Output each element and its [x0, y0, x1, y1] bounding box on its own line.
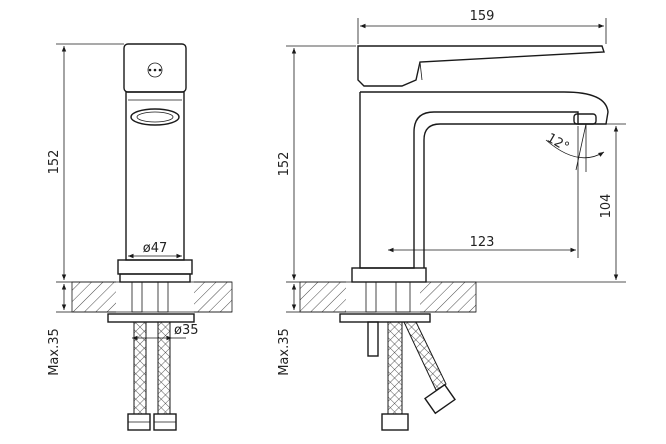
side-hose-nut	[424, 383, 456, 415]
side-view: 159 152 123 104 12° Max.35	[277, 9, 626, 431]
front-aerator	[130, 108, 180, 126]
front-fixing-plate	[107, 313, 195, 323]
side-drain-rod	[367, 321, 379, 357]
front-body	[125, 91, 185, 261]
side-spout-height-label: 104	[599, 194, 614, 219]
side-hose-vertical	[387, 321, 403, 415]
side-tilt-angle-arc	[545, 139, 605, 159]
side-width-label: 159	[470, 9, 495, 24]
side-height-label: 152	[277, 152, 292, 177]
front-base	[117, 259, 193, 275]
side-lever-handle	[357, 45, 605, 87]
front-height-label: 152	[47, 150, 62, 175]
side-body-spout	[359, 92, 579, 269]
side-reach-label: 123	[470, 235, 495, 250]
front-handle-screw-icon	[147, 62, 163, 78]
front-hose-right	[157, 321, 171, 415]
front-hose-left	[133, 321, 147, 415]
side-max-thickness-label: Max.35	[277, 328, 292, 376]
side-hose-angled	[403, 321, 447, 391]
front-hose-diameter-label: ø35	[174, 323, 199, 338]
front-body-diameter-label: ø47	[143, 241, 168, 256]
front-view: 152 ø47 ø35 Max.35	[47, 43, 233, 431]
side-fixing-plate	[339, 313, 431, 323]
front-max-thickness-label: Max.35	[47, 328, 62, 376]
side-tilt-angle-label: 12°	[544, 131, 571, 156]
front-handle	[123, 43, 187, 93]
side-base	[351, 267, 427, 283]
side-aerator	[573, 113, 597, 125]
